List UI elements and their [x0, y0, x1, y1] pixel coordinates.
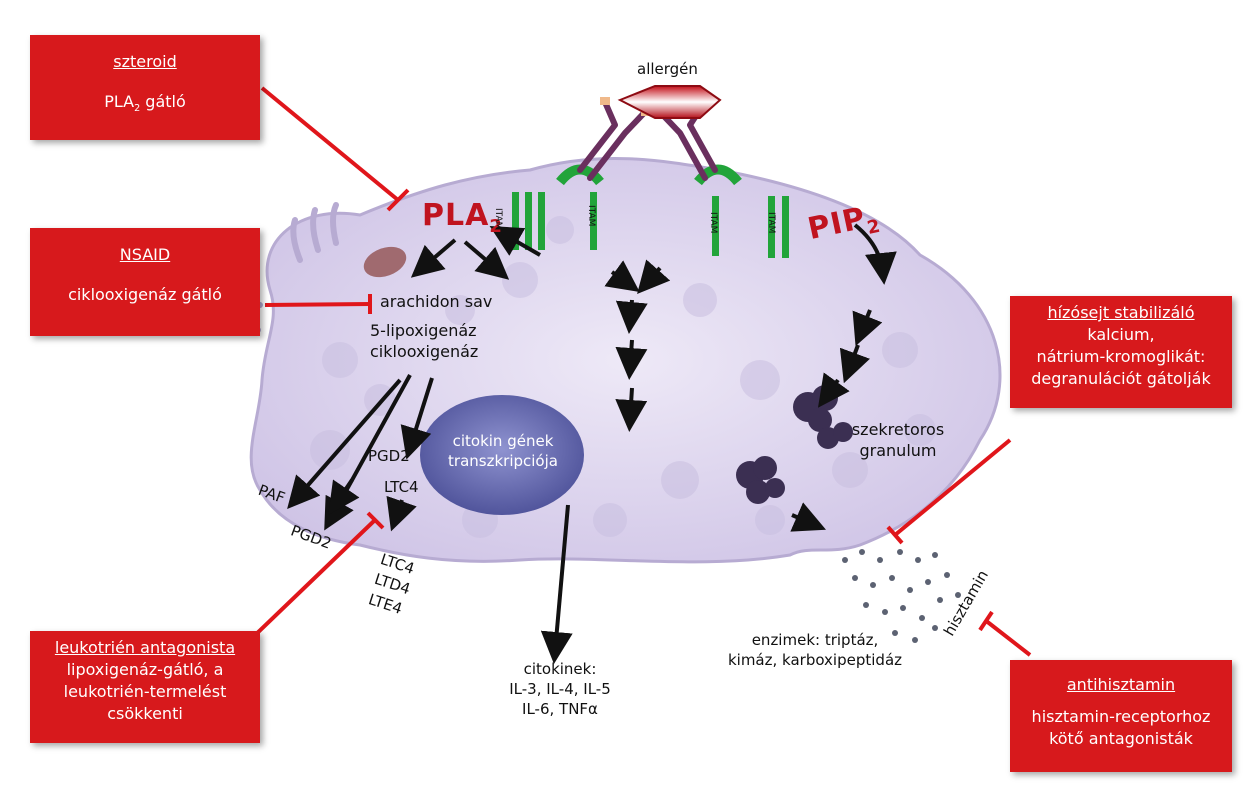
antihistamine-box: antihisztamin hisztamin-receptorhoz kötő… [1010, 660, 1232, 772]
leukotriene-line1: lipoxigenáz-gátló, a [66, 660, 224, 679]
cytokines-title: citokinek: [523, 660, 597, 678]
antihistamine-line2: kötő antagonisták [1049, 729, 1193, 748]
antihistamine-title: antihisztamin [1066, 675, 1176, 694]
nsaid-title: NSAID [119, 245, 171, 264]
itam-label-1: ITAM [493, 208, 503, 230]
granule-label-1: szekretoros [851, 420, 945, 439]
nucleus-label-1: citokin gének [452, 432, 554, 450]
cyclooxygenase-label: ciklooxigenáz [370, 342, 479, 361]
stabilizer-box: hízósejt stabilizáló kalcium, nátrium-kr… [1010, 296, 1232, 408]
antihistamine-line1: hisztamin-receptorhoz [1031, 707, 1211, 726]
cytokines-line1: IL-3, IL-4, IL-5 [509, 680, 611, 698]
nsaid-box: NSAID ciklooxigenáz gátló [30, 228, 260, 336]
stabilizer-title: hízósejt stabilizáló [1047, 303, 1195, 322]
enzymes-line2: kimáz, karboxipeptidáz [727, 651, 903, 669]
steroid-title: szteroid [113, 52, 177, 71]
ige-antibodies [577, 99, 718, 181]
steroid-gatlo: gátló [140, 92, 186, 111]
steroid-pla: PLA [104, 92, 135, 111]
pla2-label: PLA2 [422, 198, 503, 237]
leukotriene-line2: leukotrién-termelést [63, 682, 227, 701]
membrane-folds [229, 202, 339, 335]
nucleus [420, 395, 584, 515]
inhibition-lines [248, 86, 1032, 657]
steroid-body: PLA2 gátló [30, 91, 260, 120]
receptor-right [694, 164, 789, 258]
stabilizer-line3: degranulációt gátolják [1031, 369, 1211, 388]
nsaid-body: ciklooxigenáz gátló [68, 285, 222, 304]
leukotriene-title: leukotrién antagonista [54, 638, 236, 657]
steroid-box: szteroid PLA2 gátló [30, 35, 260, 140]
cytoplasm-granules [310, 216, 936, 538]
signal-arrows [287, 223, 897, 664]
pla2-sub: 2 [489, 216, 503, 237]
cytokines-line2: IL-6, TNFα [522, 700, 598, 718]
ltc4-inner-label: LTC4 [384, 478, 419, 496]
stabilizer-line2: nátrium-kromoglikát: [1036, 347, 1206, 366]
steroid-pla-sub: 2 [134, 103, 141, 115]
lipoxygenase-label: 5-lipoxigenáz [370, 321, 477, 340]
leukotriene-line3: csökkenti [107, 704, 183, 723]
arachidon-label: arachidon sav [380, 292, 493, 311]
itam-label-3: ITAM [708, 212, 718, 234]
pla2-main: PLA [422, 198, 490, 233]
allergen-label: allergén [637, 60, 698, 78]
nucleus-label-2: transzkripciója [448, 452, 558, 470]
itam-label-4: ITAM [766, 212, 776, 234]
histamine-particles [842, 549, 961, 643]
stabilizer-line1: kalcium, [1087, 325, 1155, 344]
leukotriene-box: leukotrién antagonista lipoxigenáz-gátló… [30, 631, 260, 743]
allergen-shape [617, 85, 722, 119]
itam-label-2: ITAM [586, 205, 596, 227]
lipid-body [363, 246, 407, 278]
pgd2-inner-label: PGD2 [368, 447, 410, 465]
enzymes-line1: enzimek: triptáz, [751, 631, 879, 649]
granule-label-2: granulum [859, 441, 937, 460]
